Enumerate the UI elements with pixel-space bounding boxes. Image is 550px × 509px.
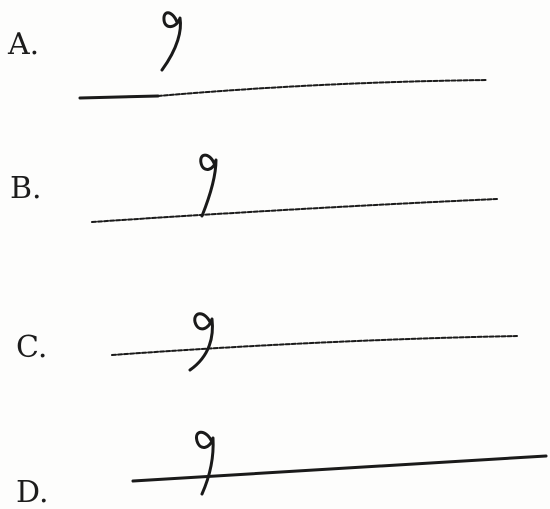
option-d-drawing bbox=[131, 430, 548, 496]
option-a-line-solid bbox=[78, 94, 160, 100]
option-a-nine bbox=[160, 11, 182, 72]
option-c-nine bbox=[188, 312, 214, 372]
option-b-nine bbox=[199, 153, 218, 218]
option-b-label[interactable]: B. bbox=[10, 171, 42, 206]
option-d-label[interactable]: D. bbox=[16, 475, 49, 509]
option-a-drawing bbox=[78, 11, 488, 100]
option-b-line bbox=[91, 198, 498, 223]
option-d-line bbox=[131, 454, 548, 483]
option-c-line bbox=[111, 335, 518, 356]
option-a-line-dotted bbox=[157, 79, 488, 97]
option-d-nine bbox=[195, 430, 215, 496]
option-c-drawing bbox=[111, 312, 518, 372]
option-a-label[interactable]: A. bbox=[8, 27, 40, 62]
option-b-drawing bbox=[91, 153, 498, 223]
option-c-label[interactable]: C. bbox=[16, 330, 48, 365]
